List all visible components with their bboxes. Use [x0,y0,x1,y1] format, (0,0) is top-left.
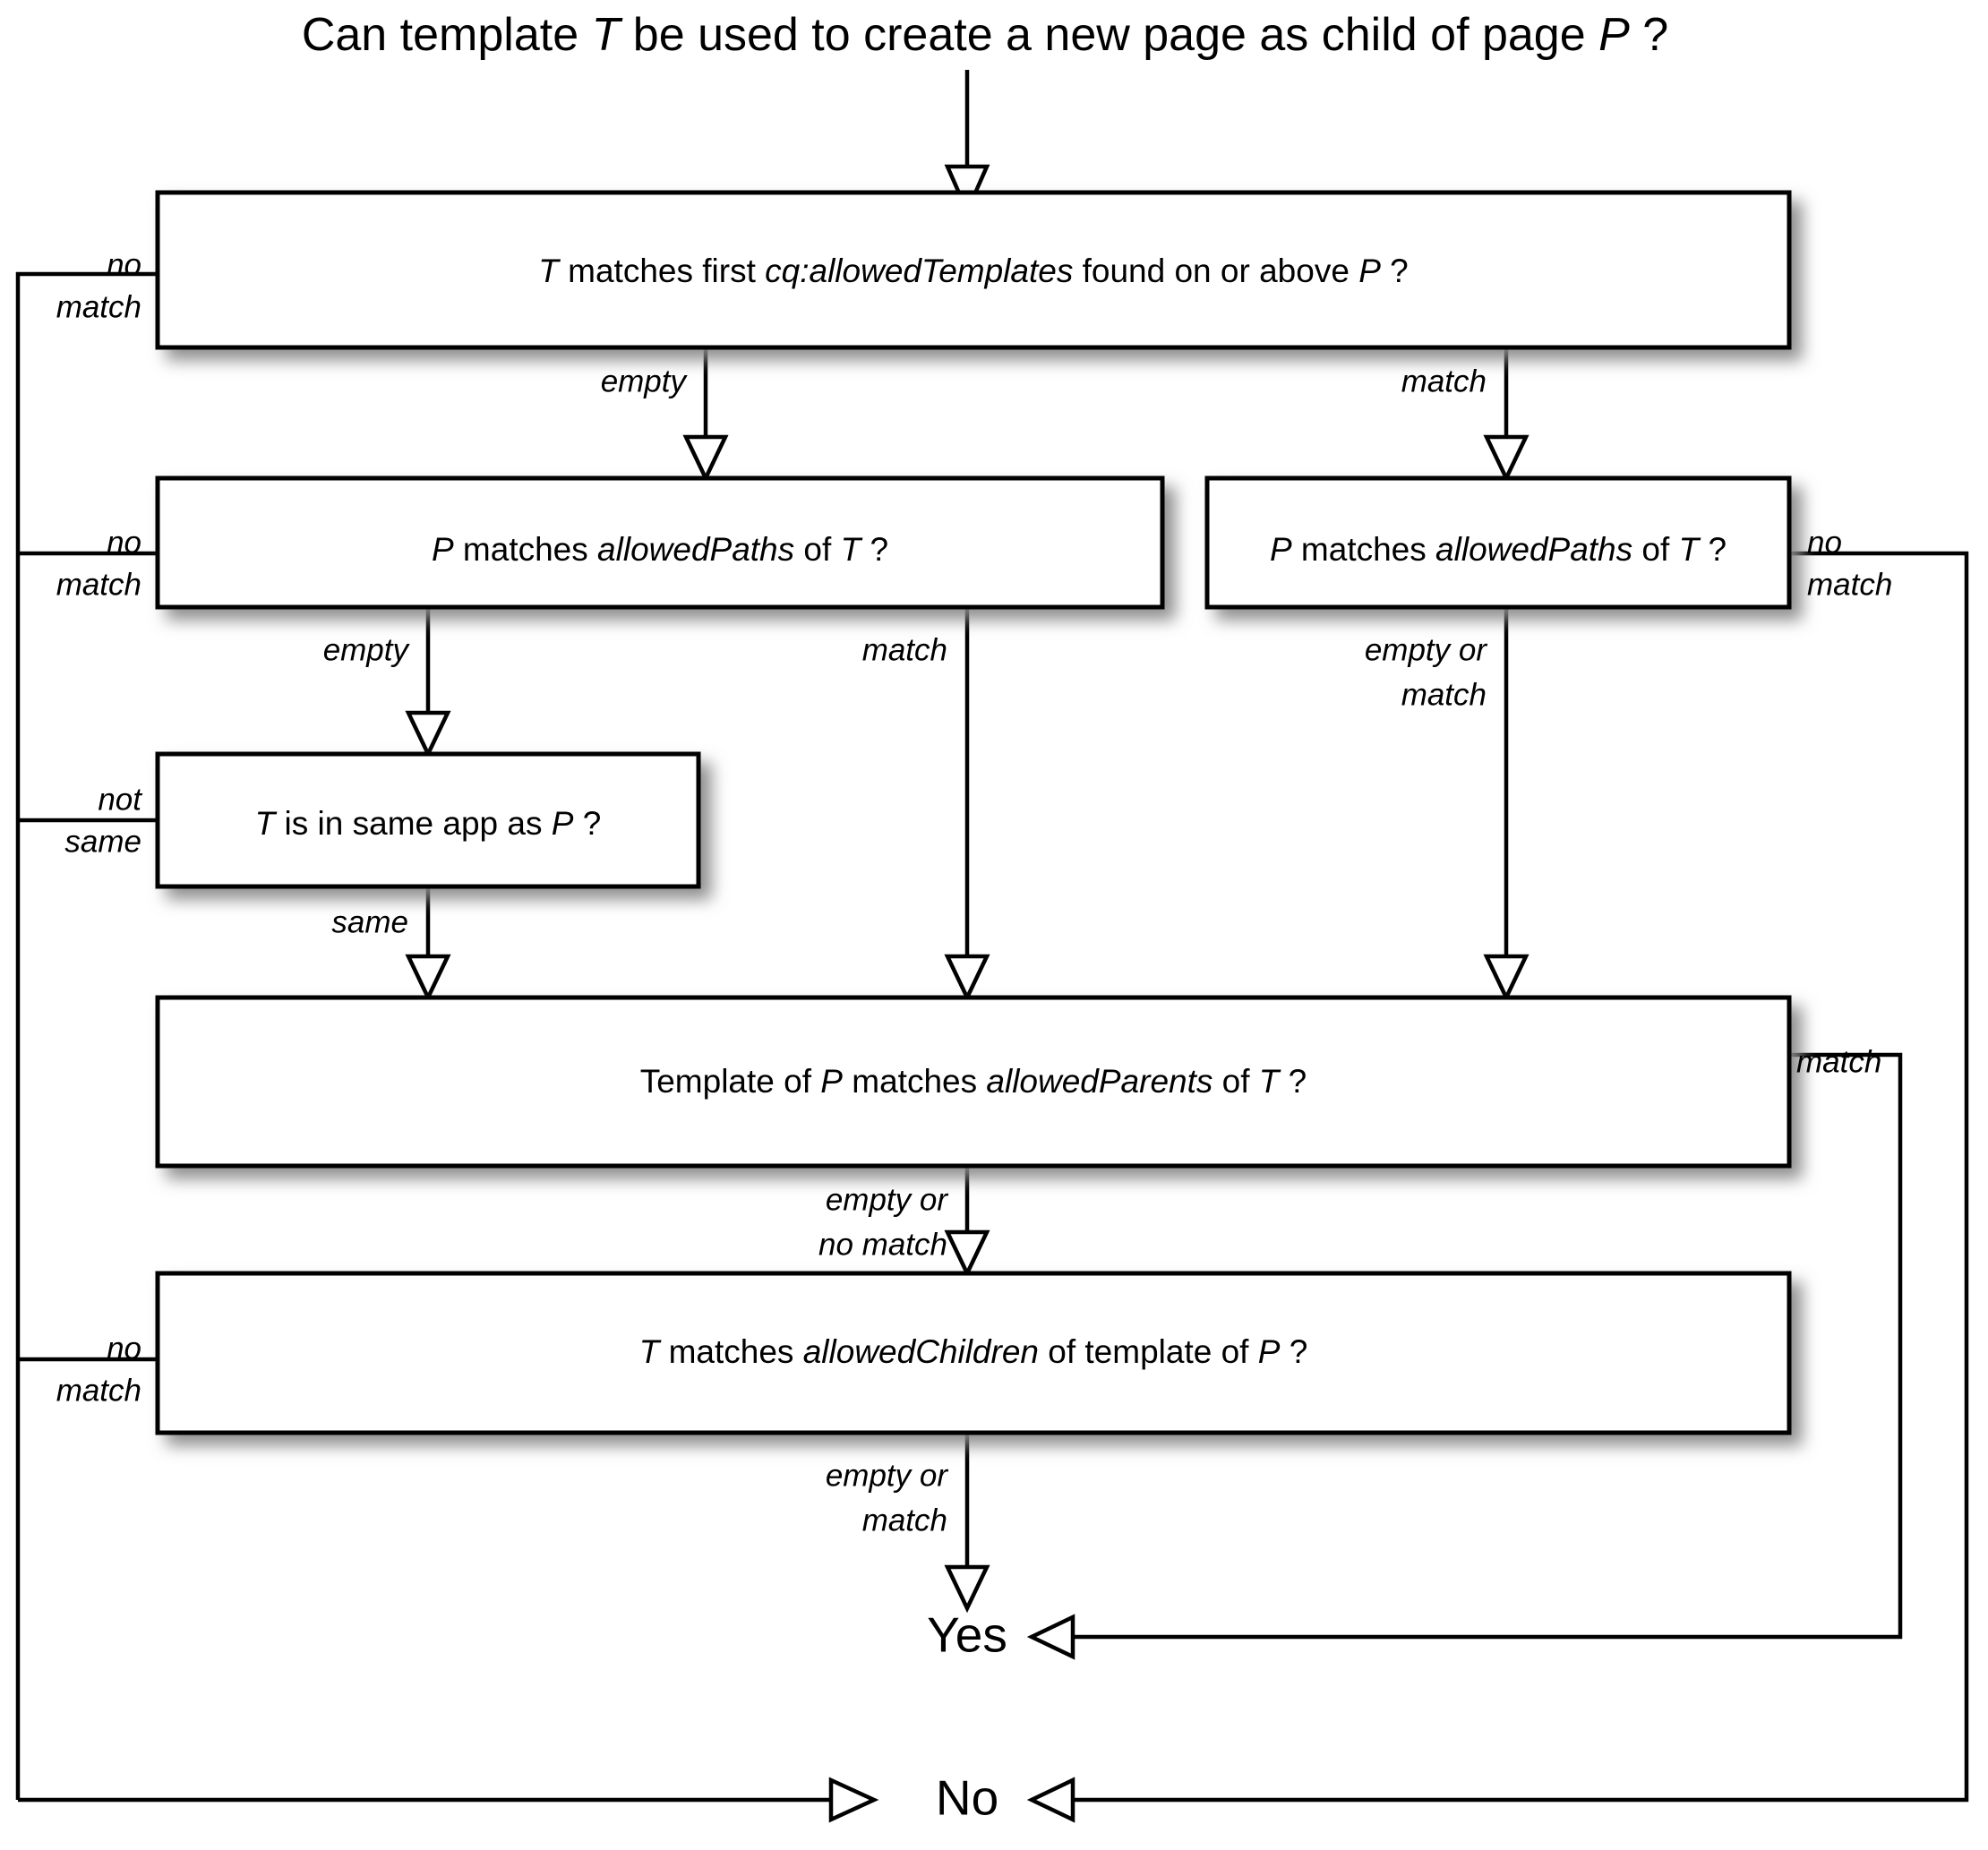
node-allowed-children[interactable]: T matches allowedChildren of template of… [155,1271,1792,1435]
edge-paths-left-empty [405,607,451,759]
terminal-no: No [936,1770,998,1826]
edge-label-parents-match: match [1796,1044,1881,1079]
edge-title-to-allowed-templates [944,70,990,217]
edge-children-empty-or-match [944,1433,990,1614]
edge-label-children-no-match-line1: no [107,1331,141,1366]
node-same-app[interactable]: T is in same app as P ? [155,751,701,889]
edge-label-templates-empty: empty [601,364,689,398]
node-allowed-parents[interactable]: Template of P matches allowedParents of … [155,995,1792,1169]
edge-paths-right-empty-or-match [1483,607,1530,1003]
edge-label-same-app-not-same-line1: not [98,782,142,817]
edge-label-templates-match: match [1401,364,1487,398]
edge-label-parents-empty-or-no-match-line1: empty or [826,1182,948,1217]
edge-paths-left-match [944,607,990,1003]
node-allowed-children-label: T matches allowedChildren of template of… [639,1333,1308,1370]
edge-parents-empty-or-no-match [944,1166,990,1279]
terminal-yes: Yes [927,1607,1007,1663]
node-same-app-label: T is in same app as P ? [255,805,602,842]
node-allowed-parents-label: Template of P matches allowedParents of … [640,1063,1307,1100]
edge-label-templates-no-match-line2: match [56,289,141,324]
edge-label-paths-left-no-match-line1: no [107,525,141,560]
node-allowed-templates-label: T matches first cq:allowedTemplates foun… [538,253,1408,289]
node-allowed-paths-right-label: P matches allowedPaths of T ? [1270,531,1727,568]
edge-parents-match [1026,1052,1903,1660]
edge-label-paths-right-empty-or-match-line1: empty or [1365,632,1487,667]
edge-label-same-app-same: same [331,904,408,939]
edge-label-parents-empty-or-no-match-line2: no match [818,1227,947,1262]
edge-label-templates-no-match-line1: no [107,247,141,282]
edge-templates-empty [682,347,729,484]
edge-paths-right-no-match [1026,551,1969,1823]
edge-templates-no-match [15,271,879,1823]
edge-label-paths-left-no-match-line2: match [56,567,141,602]
edge-label-children-empty-or-match-line2: match [862,1503,947,1537]
diagram-title: Can template T be used to create a new p… [302,9,1668,61]
edge-label-paths-right-no-match-line1: no [1807,525,1842,560]
node-allowed-paths-right[interactable]: P matches allowedPaths of T ? [1204,475,1792,610]
edge-label-children-empty-or-match-line1: empty or [826,1458,948,1493]
node-allowed-paths-left[interactable]: P matches allowedPaths of T ? [155,475,1165,610]
edge-label-paths-left-empty: empty [323,632,411,667]
node-allowed-paths-left-label: P matches allowedPaths of T ? [432,531,888,568]
edge-label-same-app-not-same-line2: same [64,824,141,859]
edge-label-paths-right-no-match-line2: match [1807,567,1892,602]
edge-label-children-no-match-line2: match [56,1373,141,1408]
edge-label-paths-left-match: match [862,632,947,667]
node-allowed-templates[interactable]: T matches first cq:allowedTemplates foun… [155,190,1792,350]
edge-templates-match [1483,347,1530,484]
edge-same-app-same [405,886,451,1003]
edge-label-paths-right-empty-or-match-line2: match [1401,677,1487,712]
